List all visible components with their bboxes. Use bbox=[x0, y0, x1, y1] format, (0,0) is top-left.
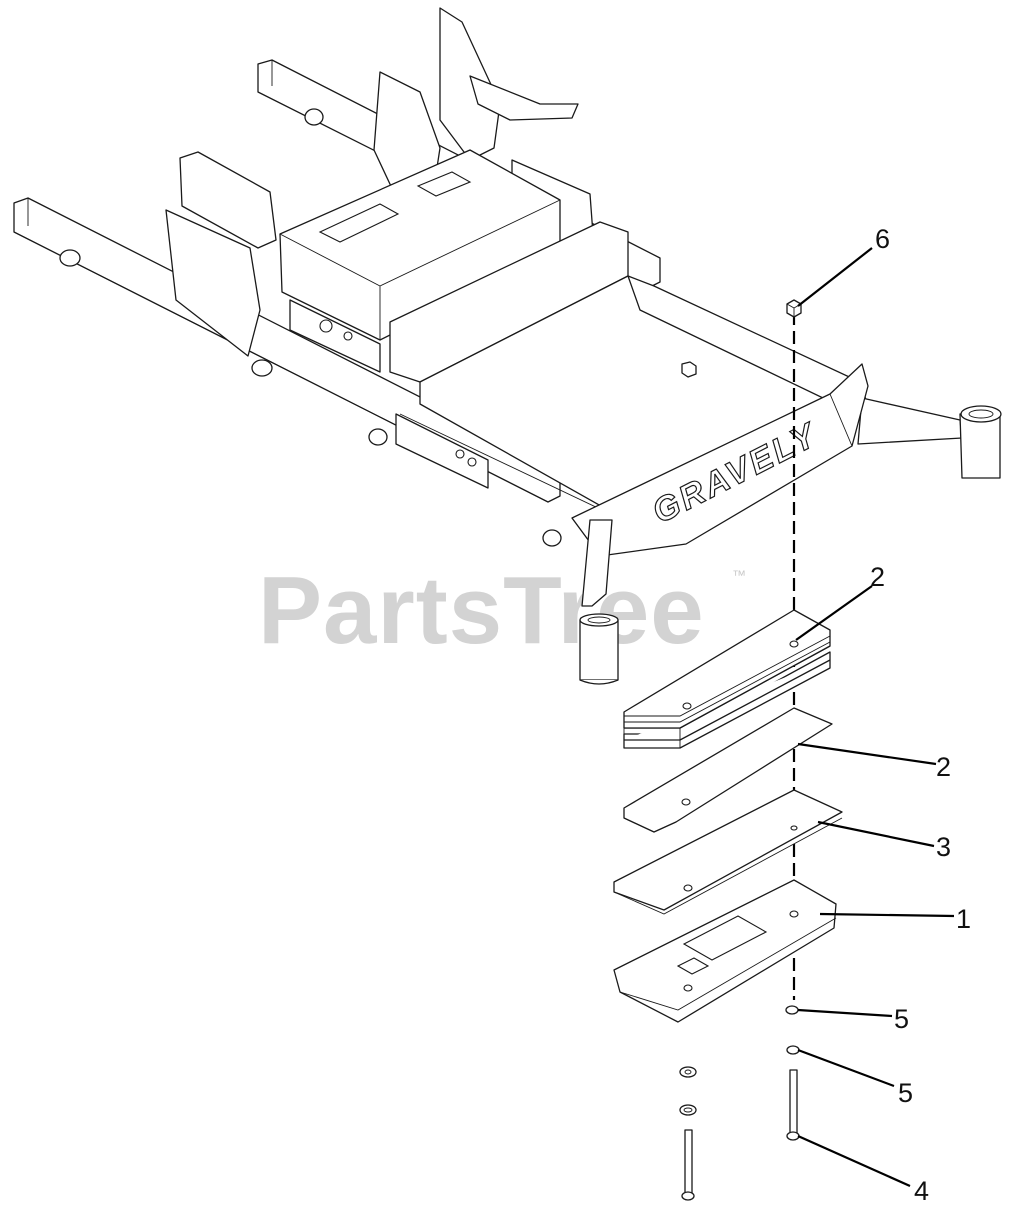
callout-labels: 6 2 2 3 1 5 5 4 bbox=[870, 224, 971, 1206]
callout-6: 6 bbox=[875, 224, 890, 254]
watermark-trademark: ™ bbox=[732, 567, 746, 583]
pad-plate-part bbox=[613, 789, 843, 915]
left-hardware-part bbox=[679, 1066, 697, 1201]
bolt-right-part bbox=[786, 1069, 800, 1141]
weight-stack-part bbox=[623, 609, 831, 749]
hex-nut-part bbox=[786, 299, 802, 318]
base-bracket-part bbox=[613, 879, 837, 1023]
callout-5-upper: 5 bbox=[894, 1004, 909, 1034]
washer-lower-part bbox=[786, 1045, 800, 1055]
spacer-plate-part bbox=[623, 707, 833, 833]
callout-2-weight: 2 bbox=[870, 562, 885, 592]
callout-2-plate: 2 bbox=[936, 752, 951, 782]
watermark-text: PartsTree bbox=[258, 557, 705, 664]
callout-leaders bbox=[795, 247, 955, 1188]
washer-upper-part bbox=[785, 1005, 799, 1015]
watermark: PartsTree ™ bbox=[258, 557, 746, 664]
callout-4: 4 bbox=[914, 1176, 929, 1206]
callout-5-lower: 5 bbox=[898, 1078, 913, 1108]
callout-3: 3 bbox=[936, 832, 951, 862]
callout-1: 1 bbox=[956, 904, 971, 934]
